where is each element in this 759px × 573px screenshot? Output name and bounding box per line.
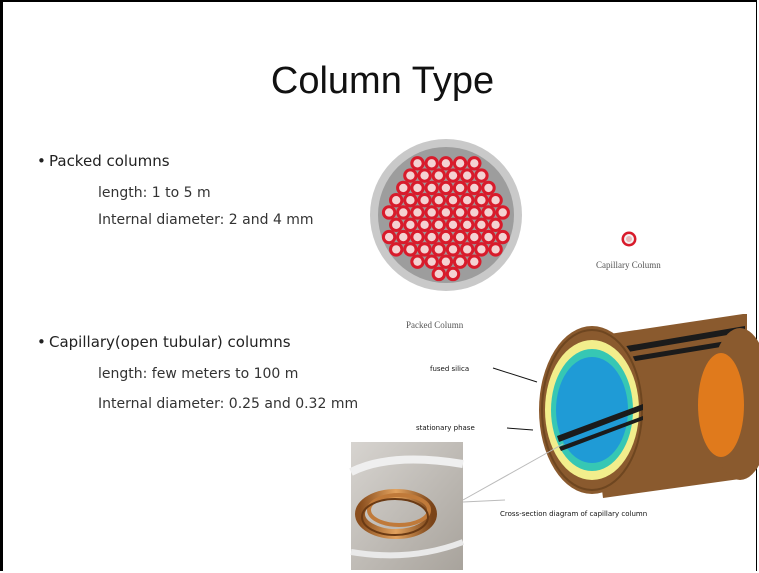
packing-bead-core [442, 208, 450, 216]
packing-bead-core [442, 257, 450, 265]
packing-bead-core [477, 221, 485, 229]
packing-bead-core [399, 233, 407, 241]
bullet-packed-columns: Packed columns [49, 152, 170, 170]
packing-bead-core [449, 196, 457, 204]
packing-bead-core [435, 196, 443, 204]
packing-bead-core [456, 159, 464, 167]
packing-bead-core [428, 184, 436, 192]
packing-bead-core [435, 221, 443, 229]
packing-bead-core [399, 208, 407, 216]
packing-bead-core [420, 196, 428, 204]
packing-bead-core [484, 184, 492, 192]
packed-column-illustration [371, 138, 531, 298]
packing-bead-core [477, 171, 485, 179]
packing-bead-core [435, 171, 443, 179]
packing-bead-core [463, 221, 471, 229]
packing-bead-core [470, 233, 478, 241]
packing-bead-core [392, 221, 400, 229]
packing-bead-core [420, 221, 428, 229]
bullet-dot: • [37, 152, 46, 170]
packing-bead-core [456, 257, 464, 265]
capillary-diameter: Internal diameter: 0.25 and 0.32 mm [98, 396, 358, 412]
packing-bead-core [442, 233, 450, 241]
packing-bead-core [428, 208, 436, 216]
stationary-phase-label: stationary phase [416, 424, 475, 432]
packing-bead-core [477, 245, 485, 253]
packing-bead-core [463, 171, 471, 179]
packing-bead-core [456, 208, 464, 216]
packing-bead-core [428, 159, 436, 167]
bullet-dot: • [37, 333, 46, 351]
packing-bead-core [470, 184, 478, 192]
packing-bead-core [449, 270, 457, 278]
packed-length: length: 1 to 5 m [98, 185, 211, 201]
packing-bead-core [406, 196, 414, 204]
packing-bead-core [484, 233, 492, 241]
packing-bead-core [449, 245, 457, 253]
packing-bead-core [470, 257, 478, 265]
packing-bead-core [413, 208, 421, 216]
packing-bead-core [428, 233, 436, 241]
packing-bead-core [406, 245, 414, 253]
packing-bead-core [413, 159, 421, 167]
packing-bead-core [406, 171, 414, 179]
capillary-length: length: few meters to 100 m [98, 366, 298, 382]
packing-bead-core [477, 196, 485, 204]
packing-bead-core [392, 196, 400, 204]
packing-bead-core [449, 171, 457, 179]
packing-bead-core [463, 196, 471, 204]
packing-bead-core [435, 270, 443, 278]
packing-bead-core [385, 233, 393, 241]
packing-bead-core [413, 233, 421, 241]
packing-bead-core [499, 233, 507, 241]
packing-bead-core [449, 221, 457, 229]
packing-bead-core [470, 159, 478, 167]
bullet-capillary-columns: Capillary(open tubular) columns [49, 333, 291, 351]
capillary-column-photo [351, 442, 463, 570]
packing-bead-core [463, 245, 471, 253]
cross-section-label: Cross-section diagram of capillary colum… [500, 510, 647, 518]
packing-bead-core [491, 221, 499, 229]
fused-silica-label: fused silica [430, 365, 469, 373]
packing-bead-core [442, 159, 450, 167]
packing-bead-core [392, 245, 400, 253]
packed-column-caption: Packed Column [406, 320, 463, 330]
packing-bead-core [428, 257, 436, 265]
packing-bead-core [399, 184, 407, 192]
packed-diameter: Internal diameter: 2 and 4 mm [98, 212, 314, 228]
packing-bead-core [456, 233, 464, 241]
packing-bead-core [385, 208, 393, 216]
packing-bead-core [491, 245, 499, 253]
packing-bead-core [420, 245, 428, 253]
capillary-cross-section-diagram [493, 308, 759, 508]
capillary-column-caption: Capillary Column [596, 260, 661, 270]
slide-title: Column Type [3, 60, 759, 103]
packing-bead-core [413, 184, 421, 192]
packing-bead-core [456, 184, 464, 192]
packing-bead-core [442, 184, 450, 192]
packing-bead-core [435, 245, 443, 253]
packing-bead-core [470, 208, 478, 216]
packing-bead-core [413, 257, 421, 265]
capillary-column-illustration [621, 231, 639, 249]
packing-bead-core [491, 196, 499, 204]
packing-bead-core [484, 208, 492, 216]
packing-bead-core [406, 221, 414, 229]
packing-bead-core [499, 208, 507, 216]
packing-bead-core [420, 171, 428, 179]
